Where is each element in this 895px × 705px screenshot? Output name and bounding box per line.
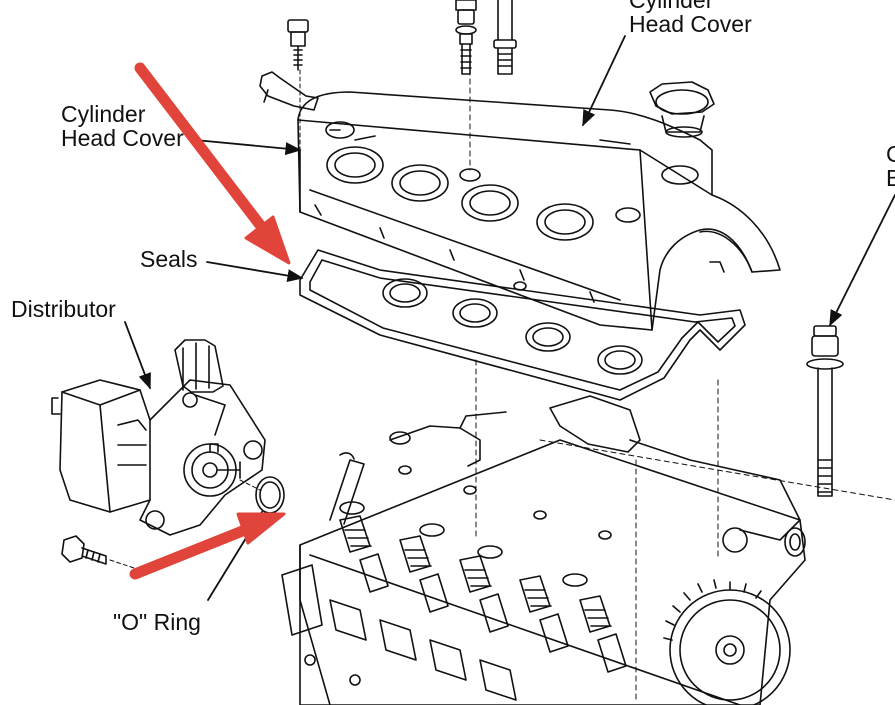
cover-bolt-left [287,19,309,71]
cam-gear [663,579,791,705]
label-cut-off-right: C B [886,141,895,191]
label-distributor: Distributor [11,296,116,322]
oil-filler-cap [649,81,715,138]
label-o-ring: "O" Ring [113,609,201,635]
distributor-bolt [61,535,107,565]
head-bolt [806,325,844,497]
red-arrow-o-ring [129,512,286,580]
cylinder-head [281,395,806,705]
label-seals: Seals [140,246,198,272]
cover-bolt-center [455,0,477,75]
o-ring [255,476,285,514]
red-arrow-seals [134,62,291,265]
cover-bracket [259,69,319,151]
alignment-lines [469,69,895,701]
cylinder-head-cover [297,91,781,331]
label-head-cover-left: Cylinder Head Cover [61,101,184,151]
label-head-cover-top: Cylinder Head Cover [629,0,752,37]
cover-gasket [299,249,746,401]
distributor-unit [51,339,266,536]
valve-springs [339,465,627,673]
cover-stud [493,0,517,75]
